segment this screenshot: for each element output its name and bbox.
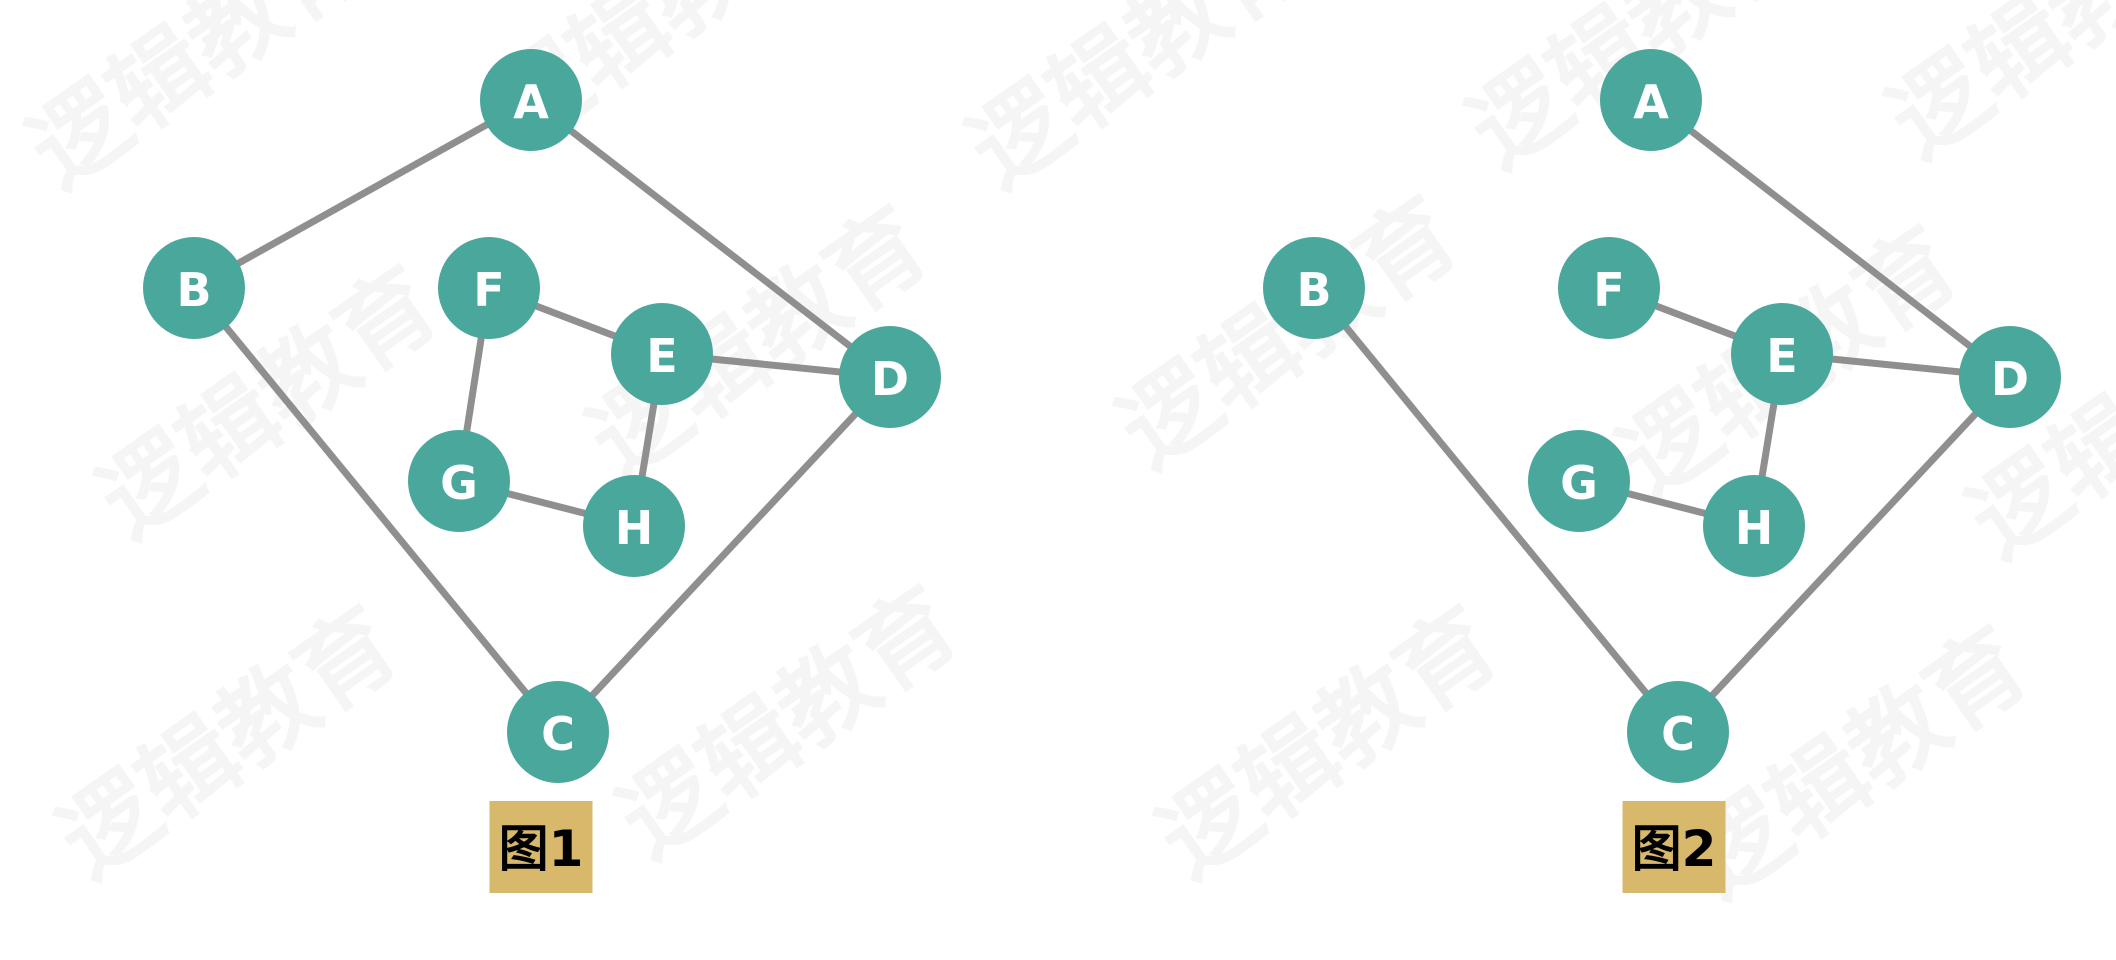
- edge-a-d: [527, 96, 894, 381]
- node-c: C: [507, 681, 609, 783]
- node-label: D: [1991, 352, 2029, 406]
- caption-label: 图2: [1632, 820, 1717, 878]
- watermark-text: 逻辑教育: [39, 587, 418, 899]
- node-label: F: [473, 263, 504, 317]
- node-b: B: [143, 237, 245, 339]
- node-circle: [1703, 475, 1805, 577]
- node-circle: [1731, 303, 1833, 405]
- node-circle: [1558, 237, 1660, 339]
- node-circle: [1959, 326, 2061, 428]
- edge-b-c: [1310, 284, 1682, 736]
- node-label: C: [1661, 707, 1695, 761]
- node-circle: [438, 237, 540, 339]
- node-circle: [1528, 430, 1630, 532]
- node-label: G: [440, 456, 478, 510]
- node-label: F: [1593, 263, 1624, 317]
- node-h: H: [1703, 475, 1805, 577]
- node-h: H: [583, 475, 685, 577]
- node-label: H: [615, 501, 654, 555]
- node-label: C: [541, 707, 575, 761]
- node-label: E: [1766, 329, 1797, 383]
- watermark-text: 逻辑教育: [949, 0, 1328, 209]
- watermark-text: 逻辑教育: [1139, 587, 1518, 899]
- node-label: E: [646, 329, 677, 383]
- node-d: D: [839, 326, 941, 428]
- node-circle: [611, 303, 713, 405]
- watermark-text: 逻辑教育: [1669, 607, 2048, 919]
- diagram-2: A B C D E F G H 图2: [1263, 49, 2061, 893]
- watermark-text: 逻辑教育: [9, 0, 388, 209]
- node-circle: [583, 475, 685, 577]
- node-g: G: [408, 430, 510, 532]
- node-circle: [507, 681, 609, 783]
- node-a: A: [1600, 49, 1702, 151]
- watermark-layer: 逻辑教育逻辑教育逻辑教育逻辑教育逻辑教育逻辑教育逻辑教育逻辑教育逻辑教育逻辑教育…: [9, 0, 2116, 919]
- node-circle: [1263, 237, 1365, 339]
- node-g: G: [1528, 430, 1630, 532]
- node-f: F: [438, 237, 540, 339]
- node-c: C: [1627, 681, 1729, 783]
- node-label: G: [1560, 456, 1598, 510]
- node-circle: [480, 49, 582, 151]
- node-circle: [143, 237, 245, 339]
- node-f: F: [1558, 237, 1660, 339]
- node-e: E: [1731, 303, 1833, 405]
- node-e: E: [611, 303, 713, 405]
- node-a: A: [480, 49, 582, 151]
- node-circle: [839, 326, 941, 428]
- edge-b-c: [190, 284, 562, 736]
- edge-c-d: [1674, 373, 2014, 736]
- node-circle: [1600, 49, 1702, 151]
- edge-a-d: [1647, 96, 2014, 381]
- node-b: B: [1263, 237, 1365, 339]
- caption-box: [1622, 801, 1726, 893]
- watermark-text: 逻辑教育: [1949, 267, 2116, 579]
- caption-label: 图1: [499, 820, 584, 878]
- node-label: D: [871, 352, 909, 406]
- node-label: A: [513, 75, 549, 129]
- node-label: B: [176, 263, 211, 317]
- edge-c-d: [554, 373, 894, 736]
- caption-box: [489, 801, 593, 893]
- watermark-text: 逻辑教育: [599, 567, 978, 879]
- watermark-text: 逻辑教育: [1099, 177, 1478, 489]
- node-circle: [408, 430, 510, 532]
- watermark-text: 逻辑教育: [1869, 0, 2116, 179]
- node-label: H: [1735, 501, 1774, 555]
- diagram-1: A B C D E F G H 图1: [143, 49, 941, 893]
- node-label: A: [1633, 75, 1669, 129]
- watermark-text: 逻辑教育: [79, 247, 458, 559]
- node-label: B: [1296, 263, 1331, 317]
- node-d: D: [1959, 326, 2061, 428]
- edge-a-b: [190, 96, 535, 292]
- node-circle: [1627, 681, 1729, 783]
